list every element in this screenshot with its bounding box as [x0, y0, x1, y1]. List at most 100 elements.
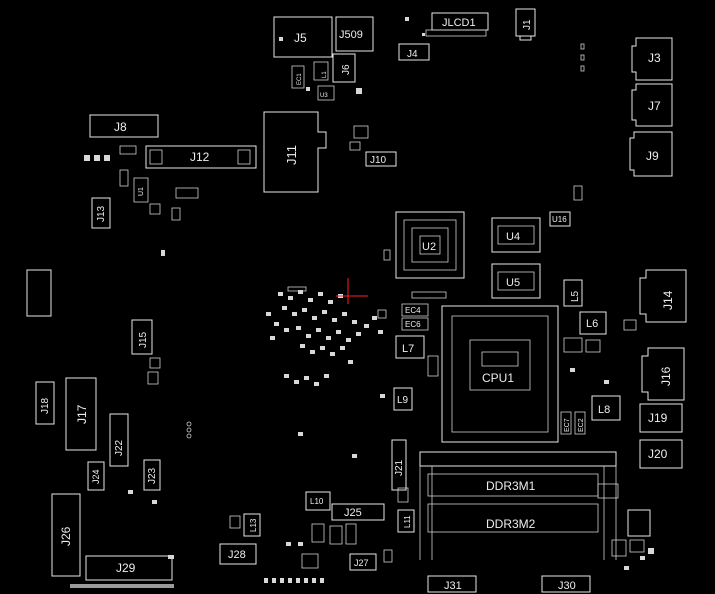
j20-connector: J20 — [639, 439, 683, 469]
j22-label: J22 — [114, 439, 125, 456]
ec5-label: EC4 — [405, 306, 421, 315]
probe-marker — [336, 278, 368, 304]
small-parts-top: EC1 U3 — [279, 17, 585, 101]
u4-chip: U4 — [491, 217, 541, 253]
j3-label: J3 — [648, 51, 661, 65]
component-cluster-center — [266, 185, 637, 458]
ec7-label: EC2 — [578, 418, 585, 432]
j7-label: J7 — [648, 99, 661, 113]
l9-label: L9 — [397, 395, 409, 406]
j28-connector: J28 — [219, 543, 257, 565]
u1-label: U3 — [320, 93, 328, 99]
j18-label: J18 — [40, 397, 51, 414]
ec-labels-center: EC4 EC6 EC7 EC2 L1 — [322, 71, 586, 435]
u3-label: U16 — [552, 215, 567, 224]
jlcd1-label: JLCD1 — [442, 17, 476, 29]
j24-connector: J24 — [87, 461, 105, 491]
l8-label: L8 — [598, 404, 610, 416]
u4-label: U4 — [506, 231, 520, 243]
j4-label: J4 — [407, 49, 418, 60]
j12-label: J12 — [190, 150, 210, 164]
j509-label: J509 — [339, 29, 363, 41]
j14-connector: J14 — [639, 269, 687, 323]
j11-label: J11 — [284, 145, 299, 165]
j30-label: J30 — [558, 580, 576, 592]
j7-connector: J7 — [631, 83, 673, 127]
j26-label: J26 — [59, 526, 73, 546]
j1-connector: J1 — [515, 8, 536, 41]
j31-label: J31 — [444, 580, 462, 592]
small-parts-bottom — [128, 490, 654, 583]
j10-label: J10 — [370, 155, 387, 166]
l1-label: U1 — [138, 187, 145, 196]
j13-label: J13 — [96, 205, 107, 222]
j30-connector: J30 — [541, 575, 591, 593]
j25-label: J25 — [344, 507, 362, 519]
j17-connector: J17 — [65, 377, 97, 451]
j1-label: J1 — [522, 19, 533, 30]
j23-connector: J23 — [143, 459, 161, 491]
l11-label: L11 — [403, 515, 412, 528]
l7-label: L7 — [402, 343, 414, 355]
u16-chip — [627, 509, 651, 537]
u3-chip: U16 — [549, 211, 571, 227]
l5-inductor: L5 — [563, 279, 583, 307]
j16-label: J16 — [659, 366, 673, 386]
j12-connector: J12 — [145, 145, 257, 169]
unlabeled-chip-left — [26, 269, 52, 317]
l7-inductor: L7 — [395, 335, 425, 359]
j19-label: J19 — [648, 411, 668, 425]
j3-connector: J3 — [631, 37, 673, 81]
j25-connector: J25 — [331, 503, 385, 521]
ddr3m1-label: DDR3M1 — [486, 479, 536, 493]
cpu1-socket: CPU1 — [441, 305, 559, 443]
j27-connector: J27 — [349, 553, 377, 571]
ddr3m1-slot: DDR3M1 — [419, 451, 617, 497]
j6-label: J6 — [341, 64, 352, 75]
u5-label: U5 — [506, 277, 520, 289]
ec4-label: EC6 — [405, 320, 421, 329]
j18-connector: J18 — [35, 381, 55, 425]
l13-inductor: L13 — [229, 513, 261, 537]
j10-connector: J10 — [365, 151, 397, 167]
ec6-label: EC7 — [564, 418, 571, 432]
j23-label: J23 — [147, 467, 158, 484]
j15-connector: J15 — [131, 319, 161, 385]
cpu1-label: CPU1 — [482, 371, 514, 385]
u2-chip: U2 — [395, 211, 465, 279]
j9-connector: J9 — [629, 131, 673, 177]
j17-label: J17 — [75, 404, 89, 424]
ec2-label: EC1 — [297, 73, 303, 85]
j5-label: J5 — [294, 31, 307, 45]
l9-inductor: L9 — [393, 387, 413, 411]
j14-label: J14 — [661, 290, 675, 310]
j15-label: J15 — [138, 331, 149, 348]
u2-label: U2 — [422, 241, 436, 253]
j26-connector: J26 — [51, 493, 81, 577]
j5-connector: J5 — [273, 16, 333, 58]
l6-inductor: L6 — [579, 311, 607, 335]
j8-label: J8 — [114, 120, 127, 134]
ddr3m2-slot: DDR3M2 — [419, 466, 619, 560]
j16-connector: J16 — [641, 347, 685, 401]
j22-connector: J22 — [109, 413, 192, 467]
l13-label: L13 — [249, 518, 258, 532]
j6-connector: J6 — [332, 53, 356, 83]
j31-connector: J31 — [427, 575, 477, 593]
l8-inductor: L8 — [591, 395, 621, 421]
small-parts-left-upper: U1 — [84, 125, 369, 256]
ec1-label: L1 — [322, 71, 328, 78]
j4-connector: J4 — [398, 43, 430, 61]
j27-label: J27 — [354, 558, 369, 568]
j29-connector: J29 — [70, 555, 174, 588]
l11-inductor: L11 — [397, 509, 415, 533]
u5-chip: U5 — [491, 263, 541, 299]
j28-label: J28 — [228, 549, 246, 561]
j13-connector: J13 — [91, 197, 111, 229]
j29-label: J29 — [116, 561, 136, 575]
j9-label: J9 — [646, 149, 659, 163]
j24-label: J24 — [91, 469, 101, 484]
j509-connector: J509 — [335, 16, 374, 52]
j21-label: J21 — [394, 459, 405, 476]
